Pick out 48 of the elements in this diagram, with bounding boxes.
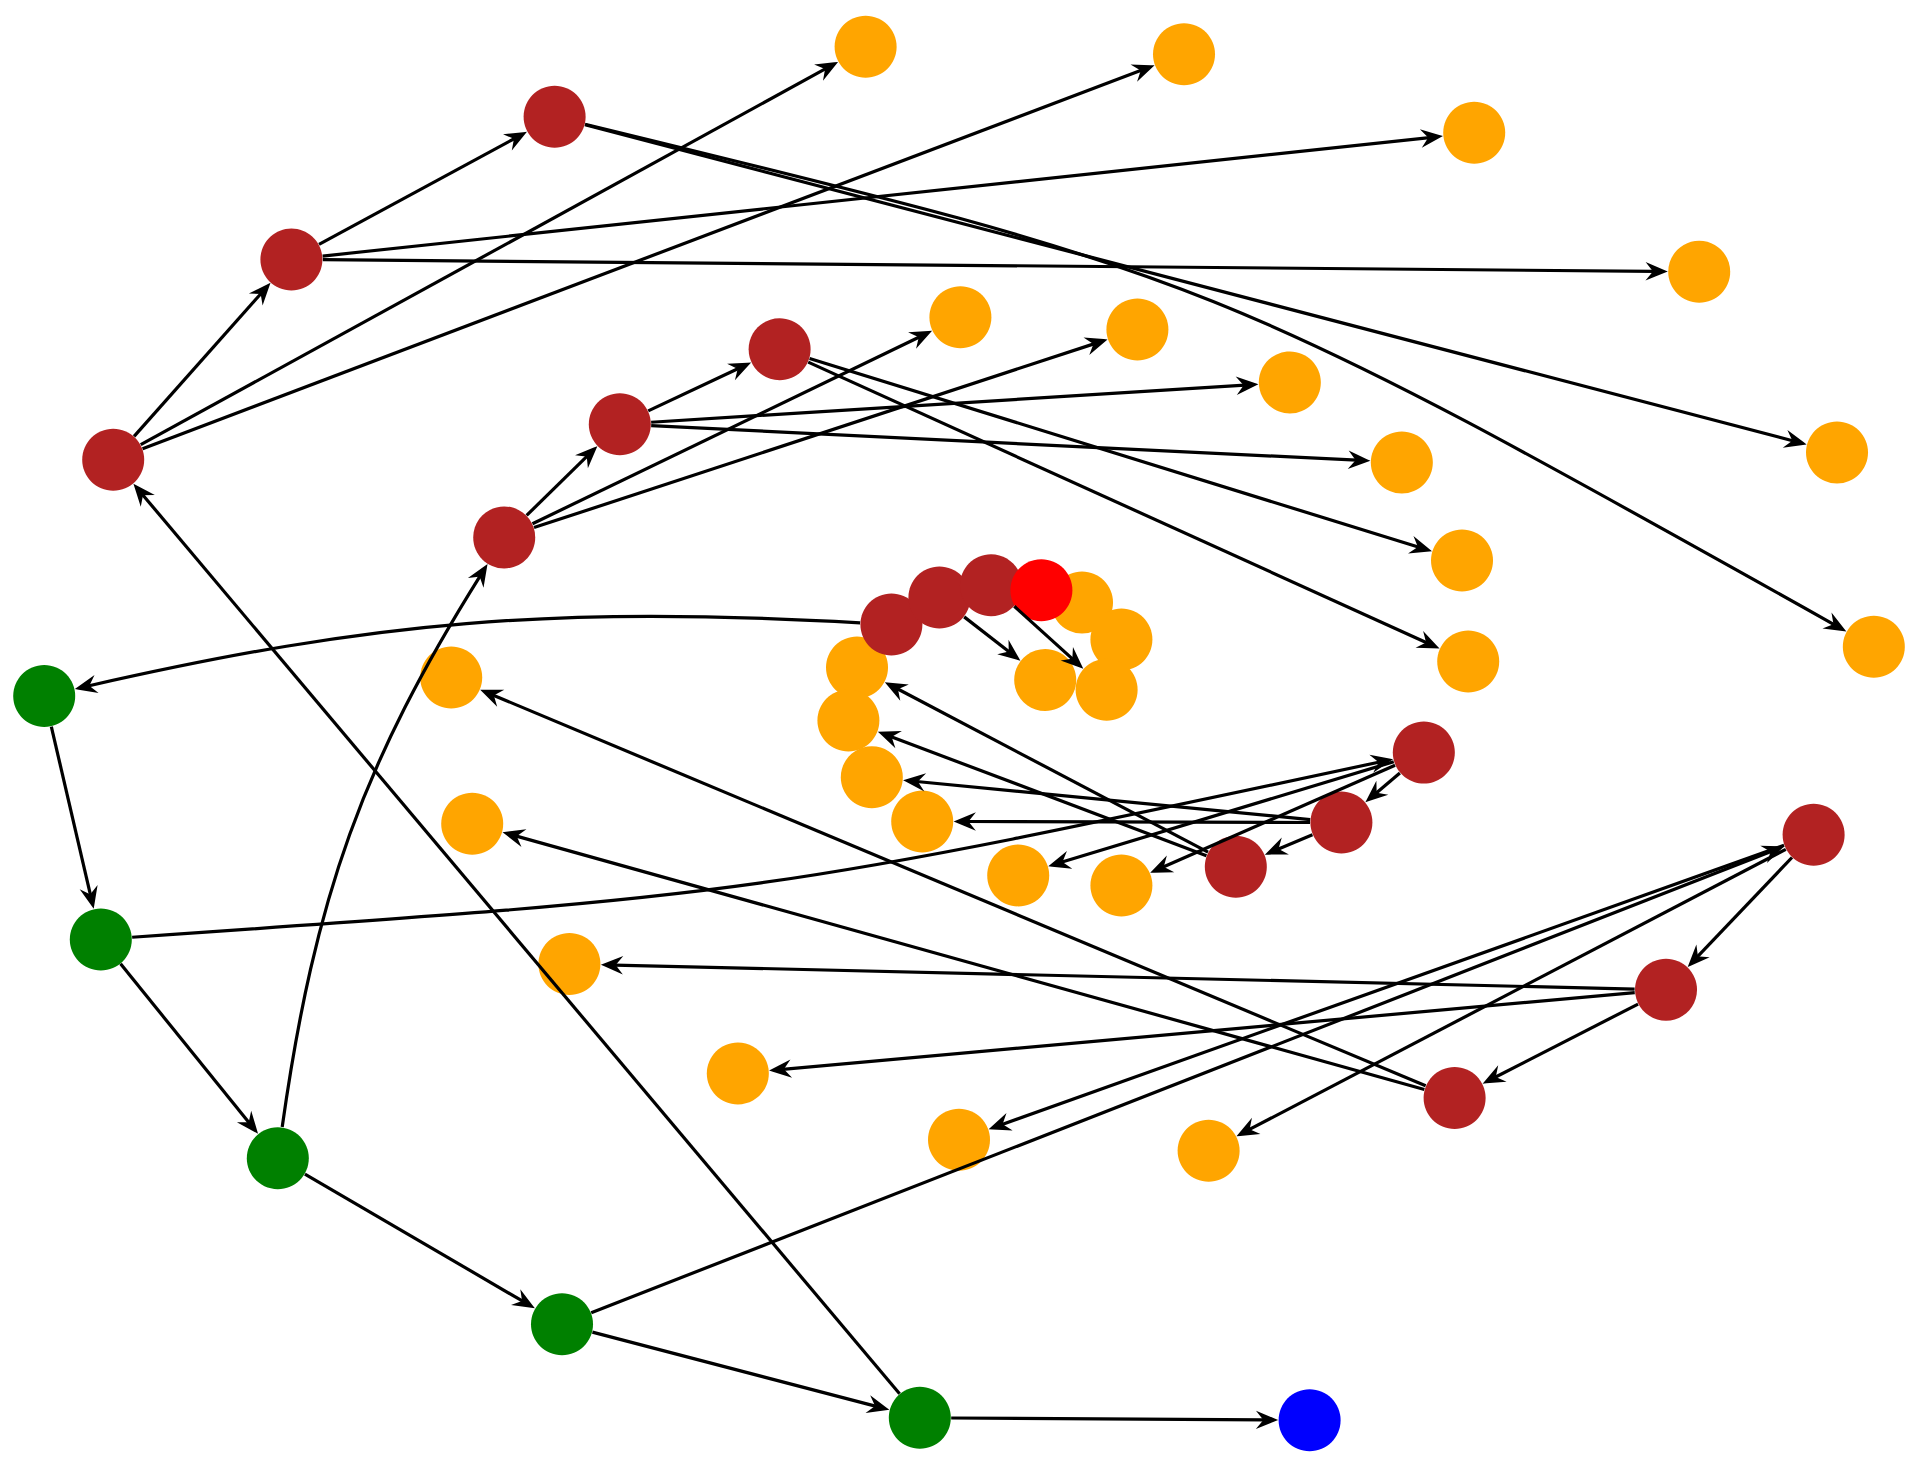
graph-node (1443, 101, 1506, 164)
graph-node (1310, 791, 1373, 854)
graph-node (473, 506, 536, 569)
graph-node (246, 1127, 309, 1190)
graph-node (1370, 431, 1433, 494)
graph-node (1106, 298, 1169, 361)
graph-node (1014, 649, 1077, 711)
graph-node (588, 393, 651, 456)
graph-node (1090, 854, 1153, 917)
graph-node (860, 593, 923, 656)
graph-node (13, 665, 76, 727)
graph-node (1392, 721, 1455, 784)
graph-node (1635, 958, 1697, 1021)
graph-node (420, 646, 483, 709)
graph-node (748, 318, 811, 381)
graph-node (706, 1042, 769, 1105)
graph-node (840, 746, 903, 809)
graph-node (1153, 23, 1215, 86)
graph-node (1075, 658, 1138, 721)
graph-node (929, 286, 992, 349)
graph-node (1090, 608, 1153, 671)
graph-node (82, 428, 145, 491)
graph-node (523, 85, 586, 148)
graph-node (1668, 240, 1731, 303)
graph-node (834, 15, 897, 78)
graph-node (1782, 803, 1845, 866)
graph-node (908, 566, 971, 629)
graph-node (1278, 1389, 1341, 1452)
graph-node (531, 1293, 593, 1356)
graph-node (1806, 421, 1868, 484)
graph-node (987, 844, 1050, 907)
graph-node (1423, 1067, 1486, 1129)
graph-node (928, 1108, 990, 1171)
graph-node (1177, 1119, 1240, 1182)
graph-node (69, 908, 132, 971)
graph-node (1842, 615, 1905, 678)
graph-node (1431, 529, 1493, 592)
graph-node (441, 792, 504, 855)
graph-node (817, 689, 880, 752)
graph-node (891, 790, 954, 853)
graph-node (1437, 630, 1500, 693)
graph-node (260, 228, 323, 291)
graph-node (1258, 351, 1321, 414)
graph-node (826, 636, 888, 699)
graph-node (1204, 835, 1267, 898)
graph-node (1010, 559, 1073, 622)
graph-node (888, 1386, 951, 1449)
graph-node (538, 933, 601, 995)
